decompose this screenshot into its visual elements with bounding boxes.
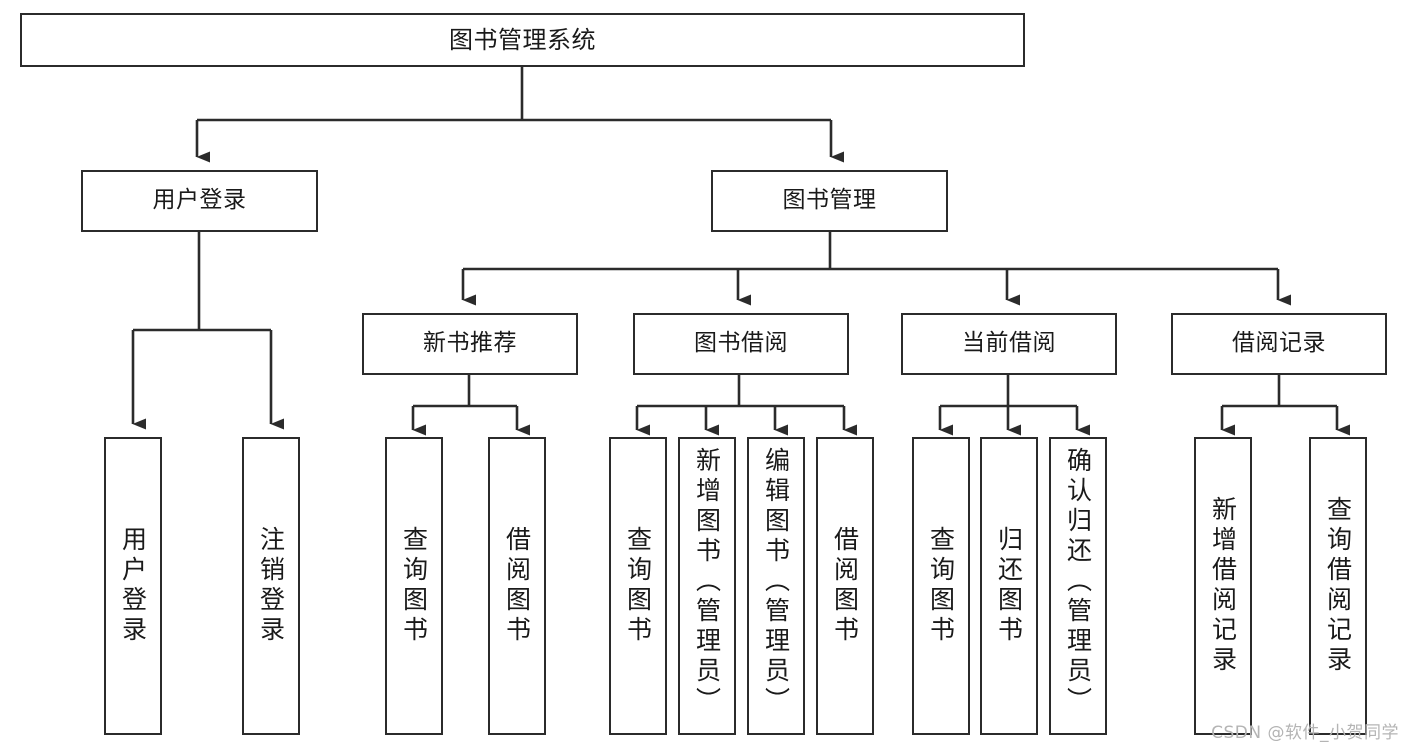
node-book-borrow[interactable]: 图书借阅: [633, 313, 849, 375]
leaf-query-book-current[interactable]: 查询图书: [912, 437, 970, 735]
csdn-watermark: CSDN @软件_小贺同学: [1211, 723, 1399, 743]
leaf-query-book-borrow[interactable]: 查询图书: [609, 437, 667, 735]
leaf-edit-book[interactable]: 编辑图书（管理员）: [747, 437, 805, 735]
leaf-logout[interactable]: 注销登录: [242, 437, 300, 735]
node-label: 确认归还（管理员）: [1063, 447, 1093, 717]
node-label: 新书推荐: [423, 330, 517, 357]
node-current-borrow[interactable]: 当前借阅: [901, 313, 1117, 375]
node-book-management[interactable]: 图书管理: [711, 170, 948, 232]
leaf-add-borrow-record[interactable]: 新增借阅记录: [1194, 437, 1252, 735]
node-label: 查询图书: [623, 526, 653, 646]
leaf-user-login[interactable]: 用户登录: [104, 437, 162, 735]
node-label: 查询借阅记录: [1323, 496, 1353, 676]
node-label: 借阅图书: [830, 526, 860, 646]
node-label: 新增图书（管理员）: [692, 447, 722, 717]
node-label: 图书管理系统: [449, 25, 596, 54]
node-label: 图书借阅: [694, 330, 788, 357]
leaf-borrow-book-recommend[interactable]: 借阅图书: [488, 437, 546, 735]
node-label: 借阅图书: [502, 526, 532, 646]
node-label: 当前借阅: [962, 330, 1056, 357]
node-borrow-record[interactable]: 借阅记录: [1171, 313, 1387, 375]
leaf-borrow-book[interactable]: 借阅图书: [816, 437, 874, 735]
leaf-confirm-return[interactable]: 确认归还（管理员）: [1049, 437, 1107, 735]
leaf-add-book[interactable]: 新增图书（管理员）: [678, 437, 736, 735]
node-user-login[interactable]: 用户登录: [81, 170, 318, 232]
node-root-book-management-system[interactable]: 图书管理系统: [20, 13, 1025, 67]
node-label: 查询图书: [399, 526, 429, 646]
node-label: 用户登录: [118, 526, 148, 646]
leaf-query-book-recommend[interactable]: 查询图书: [385, 437, 443, 735]
node-new-book-recommend[interactable]: 新书推荐: [362, 313, 578, 375]
leaf-return-book[interactable]: 归还图书: [980, 437, 1038, 735]
node-label: 用户登录: [152, 187, 247, 214]
node-label: 归还图书: [994, 526, 1024, 646]
node-label: 编辑图书（管理员）: [761, 447, 791, 717]
node-label: 图书管理: [782, 187, 877, 214]
node-label: 注销登录: [256, 526, 286, 646]
leaf-query-borrow-record[interactable]: 查询借阅记录: [1309, 437, 1367, 735]
node-label: 新增借阅记录: [1208, 496, 1238, 676]
node-label: 查询图书: [926, 526, 956, 646]
node-label: 借阅记录: [1232, 330, 1326, 357]
